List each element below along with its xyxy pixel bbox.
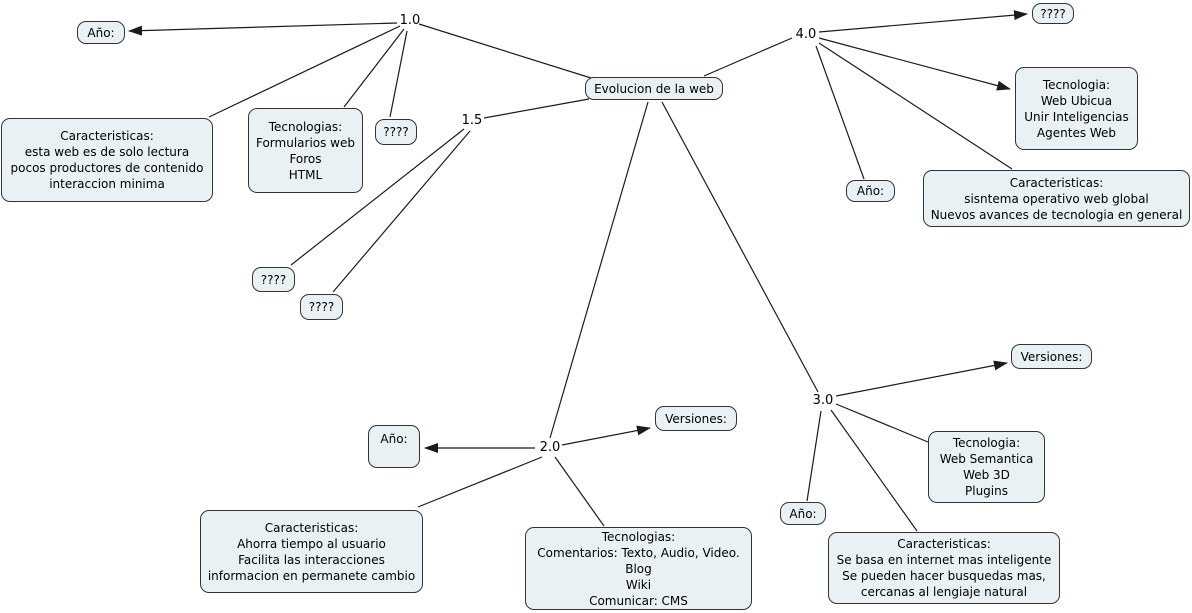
node-unknown-1-5-b[interactable]: ???? <box>300 294 343 320</box>
label-web-4-0[interactable]: 4.0 <box>795 27 817 42</box>
node-versiones-2-0[interactable]: Versiones: <box>655 406 737 431</box>
edge-center-1_0 <box>418 23 592 79</box>
node-tecnologia-3-0[interactable]: Tecnologia: Web Semantica Web 3D Plugins <box>928 431 1045 503</box>
label-web-2-0[interactable]: 2.0 <box>539 440 561 455</box>
edge-1_0-q <box>389 30 408 118</box>
edge-3_0-tecno <box>835 403 929 443</box>
node-tecnologias-2-0[interactable]: Tecnologias: Comentarios: Texto, Audio, … <box>525 527 752 610</box>
node-tecnologia-4-0[interactable]: Tecnologia: Web Ubicua Unir Inteligencia… <box>1015 67 1138 150</box>
edge-center-1_5 <box>483 98 590 119</box>
label-web-1-5[interactable]: 1.5 <box>461 113 483 128</box>
node-caracteristicas-2-0[interactable]: Caracteristicas: Ahorra tiempo al usuari… <box>200 510 423 593</box>
edge-1_0-caract <box>208 25 401 118</box>
edge-2_0-caract <box>417 456 543 508</box>
node-tecnologias-1-0[interactable]: Tecnologias: Formularios web Foros HTML <box>248 108 363 193</box>
node-caracteristicas-3-0[interactable]: Caracteristicas: Se basa en internet mas… <box>828 532 1060 604</box>
node-unknown-1-5-a[interactable]: ???? <box>252 267 295 292</box>
edge-1_5-q-a <box>290 128 465 266</box>
node-anio-3-0[interactable]: Año: <box>780 502 826 525</box>
edge-1_5-q-b <box>332 130 471 293</box>
edge-2_0-tecno <box>554 456 605 527</box>
edge-1_0-anio <box>128 22 398 36</box>
edge-3_0-caract <box>830 409 918 532</box>
edge-4_0-caract <box>818 42 1013 170</box>
node-caracteristicas-1-0[interactable]: Caracteristicas: esta web es de solo lec… <box>1 118 213 202</box>
node-unknown-4-0[interactable]: ???? <box>1032 3 1074 24</box>
node-caracteristicas-4-0[interactable]: Caracteristicas: sisntema operativo web … <box>923 170 1190 227</box>
edge-4_0-anio <box>815 45 865 180</box>
node-anio-4-0[interactable]: Año: <box>846 180 895 202</box>
node-evolucion-de-la-web[interactable]: Evolucion de la web <box>585 77 723 100</box>
edge-center-2_0 <box>549 101 649 439</box>
edge-3_0-anio <box>806 410 822 502</box>
edge-1_0-tecno <box>343 28 405 108</box>
edge-4_0-tecno <box>818 37 1011 91</box>
label-web-3-0[interactable]: 3.0 <box>812 393 834 408</box>
edge-3_0-versiones <box>835 360 1008 397</box>
node-anio-2-0[interactable]: Año: <box>368 425 420 468</box>
edge-center-4_0 <box>703 37 793 77</box>
edge-center-3_0 <box>661 101 819 393</box>
edge-2_0-versiones <box>561 425 651 446</box>
node-unknown-1-0[interactable]: ???? <box>375 119 417 145</box>
label-web-1-0[interactable]: 1.0 <box>399 13 421 28</box>
node-versiones-3-0[interactable]: Versiones: <box>1011 344 1092 369</box>
node-anio-1-0[interactable]: Año: <box>77 21 125 44</box>
edge-4_0-q <box>818 10 1028 33</box>
